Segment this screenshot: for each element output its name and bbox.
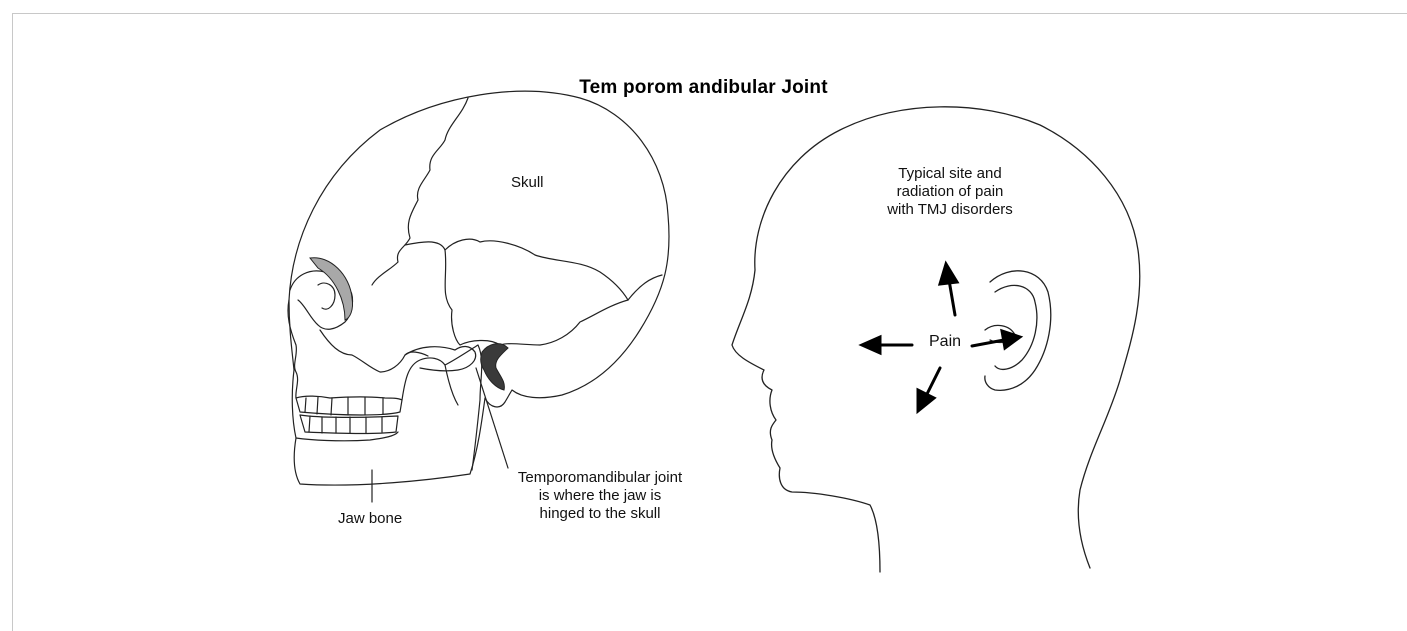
pain-site-label: Typical site and radiation of pain with … (840, 165, 1060, 219)
jaw-bone-label: Jaw bone (338, 510, 402, 528)
upper-teeth-dividers (305, 397, 383, 415)
tmj-label: Temporomandibular joint is where the jaw… (470, 469, 730, 523)
tmj-joint-shape (481, 344, 508, 390)
pain-site-line2: radiation of pain (840, 183, 1060, 201)
pain-site-line1: Typical site and (840, 165, 1060, 183)
lower-teeth-dividers (309, 416, 382, 433)
arrow-right-head (1002, 331, 1020, 348)
arrow-down-shaft (926, 368, 940, 396)
zygomatic-arch (405, 346, 476, 370)
arrow-down-head (918, 390, 934, 411)
skull-label: Skull (511, 174, 544, 192)
lambdoid-suture (628, 275, 662, 300)
arrow-left-head (862, 337, 880, 353)
upper-teeth (296, 396, 402, 415)
squamosal-suture (405, 239, 628, 300)
arrow-up-shaft (949, 280, 955, 315)
tmj-label-line2: is where the jaw is (470, 487, 730, 505)
mandible (296, 345, 482, 470)
ear-inner (995, 285, 1037, 369)
pain-label: Pain (929, 333, 961, 351)
lower-teeth (300, 415, 398, 434)
arrow-up-head (940, 264, 957, 284)
tmj-label-line1: Temporomandibular joint (470, 469, 730, 487)
pain-site-line3: with TMJ disorders (840, 201, 1060, 219)
cheekbone-highlight (310, 258, 353, 320)
eye-socket-inner (318, 283, 335, 309)
ear-outer (985, 271, 1051, 391)
temporal-outline (445, 250, 628, 345)
tmj-label-line3: hinged to the skull (470, 505, 730, 523)
